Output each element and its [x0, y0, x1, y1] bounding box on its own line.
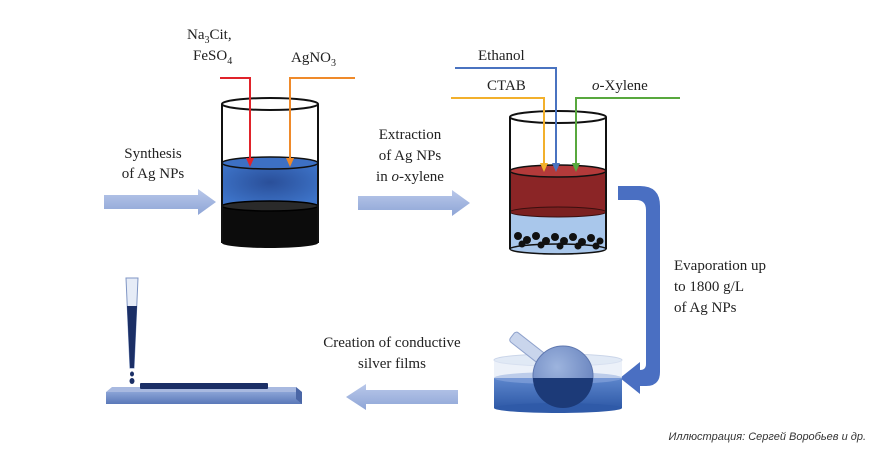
pipette: [125, 277, 139, 384]
flask-contents: [533, 378, 593, 408]
reagent-lines-1: [220, 77, 355, 167]
na3cit-feso4-arrowhead: [246, 158, 254, 167]
creation-arrow: [346, 384, 458, 410]
evaporation-label-line2: to 1800 g/L: [674, 279, 744, 295]
substrate-front: [106, 392, 302, 404]
agno3-label: AgNO3: [291, 50, 336, 69]
silver-nanoparticles: [514, 232, 604, 250]
na3cit-label: Na3Cit,: [187, 27, 232, 46]
ethanol-label: Ethanol: [478, 48, 525, 64]
beaker1-blue-solution: [222, 163, 318, 206]
creation-label-line1: Creation of conductive: [323, 335, 461, 351]
beaker1-black-top: [221, 200, 319, 212]
synthesis-label-line2: of Ag NPs: [122, 166, 185, 182]
na3cit-feso4-line: [220, 77, 251, 162]
synthesis-arrow: [104, 189, 216, 215]
ethanol-arrowhead: [552, 163, 560, 172]
oxylene-label: o-Xylene: [592, 78, 648, 94]
substrate: [106, 383, 302, 404]
substrate-side: [296, 387, 302, 404]
ctab-line: [451, 97, 545, 167]
evaporation-arrow: [618, 186, 660, 394]
silver-film: [140, 383, 268, 389]
illustration-credit: Иллюстрация: Сергей Воробьев и др.: [668, 431, 867, 443]
pipette-ink: [127, 306, 137, 368]
extraction-arrow: [358, 190, 470, 216]
extraction-label-line1: Extraction: [379, 127, 442, 143]
oxylene-line: [575, 97, 680, 167]
beaker2-interface: [509, 206, 607, 218]
creation-label-line2: silver films: [358, 356, 426, 372]
beaker1-blue-top: [221, 156, 319, 170]
beaker1-rim: [221, 97, 319, 111]
agno3-line: [289, 77, 355, 162]
oxylene-arrowhead: [572, 163, 580, 172]
ink-drop-1: [130, 371, 134, 377]
ctab-label: CTAB: [487, 78, 526, 94]
bath-bottom: [494, 403, 622, 413]
rotary-flask: [509, 331, 594, 408]
agno3-arrowhead: [286, 158, 294, 167]
beaker2-rim: [509, 110, 607, 124]
ctab-arrowhead: [540, 163, 548, 172]
ink-drop-2: [129, 378, 135, 384]
beaker1-black-bottom: [222, 238, 318, 248]
extraction-beaker: [509, 110, 607, 255]
evaporation-bath: [493, 331, 623, 413]
evaporation-label-line3: of Ag NPs: [674, 300, 737, 316]
extraction-label-line2: of Ag NPs: [379, 148, 442, 164]
ethanol-line: [455, 67, 557, 167]
synthesis-beaker: [221, 97, 319, 248]
evaporation-label-line1: Evaporation up: [674, 258, 766, 274]
feso4-label: FeSO4: [193, 48, 232, 67]
extraction-label-line3: in o-xylene: [376, 169, 444, 185]
synthesis-label-line1: Synthesis: [124, 146, 182, 162]
reagent-lines-2: [451, 67, 680, 172]
beaker2-red-layer: [510, 171, 606, 213]
